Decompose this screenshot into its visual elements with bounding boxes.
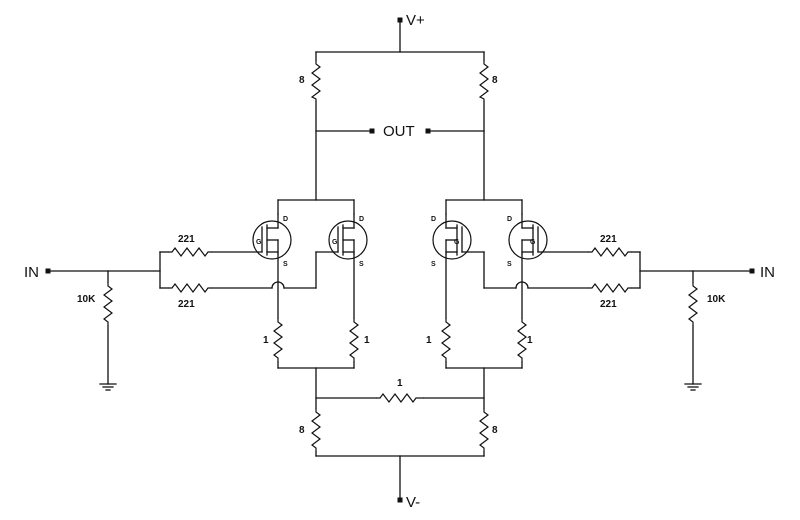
resistor-bridge: [376, 393, 424, 403]
in-left-label: IN: [24, 264, 39, 281]
pin-g-left-outer: G: [256, 239, 262, 246]
mosfet-pin-labels: D G S D G S D G S D G S: [256, 216, 536, 268]
label-pulldown-left: 10K: [77, 294, 96, 305]
resistor-source-right-outer: [517, 318, 527, 362]
resistor-source-left-inner: [349, 318, 359, 362]
resistors: [103, 60, 698, 452]
vminus-label: V-: [406, 494, 420, 511]
resistor-gate-right-bottom: [588, 283, 632, 293]
mosfet-left-inner: [328, 213, 368, 260]
label-bottom-right: 8: [492, 425, 498, 436]
label-src-right-inner: 1: [426, 335, 432, 346]
pin-d-left-inner: D: [359, 216, 364, 223]
resistor-pulldown-left: [103, 282, 113, 326]
vminus-terminal[interactable]: [397, 497, 403, 503]
pin-s-left-inner: S: [359, 261, 364, 268]
pin-d-left-outer: D: [283, 216, 288, 223]
resistor-top-left: [310, 60, 321, 102]
out-label: OUT: [383, 123, 415, 140]
resistor-gate-left-top: [168, 247, 212, 257]
pin-d-right-outer: D: [507, 216, 512, 223]
resistor-bottom-right: [479, 408, 489, 452]
mosfet-right-inner: [432, 213, 472, 260]
in-right-terminal[interactable]: [749, 268, 755, 274]
pin-g-right-inner: G: [454, 239, 460, 246]
pin-s-right-outer: S: [507, 261, 512, 268]
label-top-left: 8: [299, 75, 305, 86]
pin-g-left-inner: G: [332, 239, 338, 246]
vplus-label: V+: [406, 12, 425, 29]
in-right-label: IN: [760, 264, 775, 281]
ground-right: [684, 383, 702, 391]
resistor-top-right: [478, 60, 489, 102]
resistor-gate-right-top: [588, 247, 632, 257]
label-pulldown-right: 10K: [707, 294, 726, 305]
label-src-right-outer: 1: [527, 335, 533, 346]
resistor-source-right-inner: [441, 318, 451, 362]
label-gate-right-top: 221: [600, 234, 617, 245]
out-terminal-left[interactable]: [369, 128, 375, 134]
pin-s-left-outer: S: [283, 261, 288, 268]
wires: [47, 19, 753, 499]
label-bottom-left: 8: [299, 425, 305, 436]
resistor-bottom-left: [311, 408, 321, 452]
in-left-terminal[interactable]: [45, 268, 51, 274]
label-src-left-outer: 1: [263, 335, 269, 346]
pin-g-right-outer: G: [530, 239, 536, 246]
pin-d-right-inner: D: [431, 216, 436, 223]
vplus-terminal[interactable]: [397, 17, 403, 23]
label-top-right: 8: [492, 75, 498, 86]
resistor-pulldown-right: [688, 282, 698, 326]
resistor-source-left-outer: [273, 318, 283, 362]
ground-left: [99, 383, 117, 391]
label-gate-right-bottom: 221: [600, 299, 617, 310]
mosfet-right-outer: [508, 213, 548, 260]
label-gate-left-bottom: 221: [178, 299, 195, 310]
label-gate-left-top: 221: [178, 234, 195, 245]
label-src-left-inner: 1: [364, 335, 370, 346]
label-bridge: 1: [397, 378, 403, 389]
mosfet-left-outer: [252, 213, 292, 260]
pin-s-right-inner: S: [431, 261, 436, 268]
out-terminal-right[interactable]: [425, 128, 431, 134]
resistor-gate-left-bottom: [168, 283, 212, 293]
